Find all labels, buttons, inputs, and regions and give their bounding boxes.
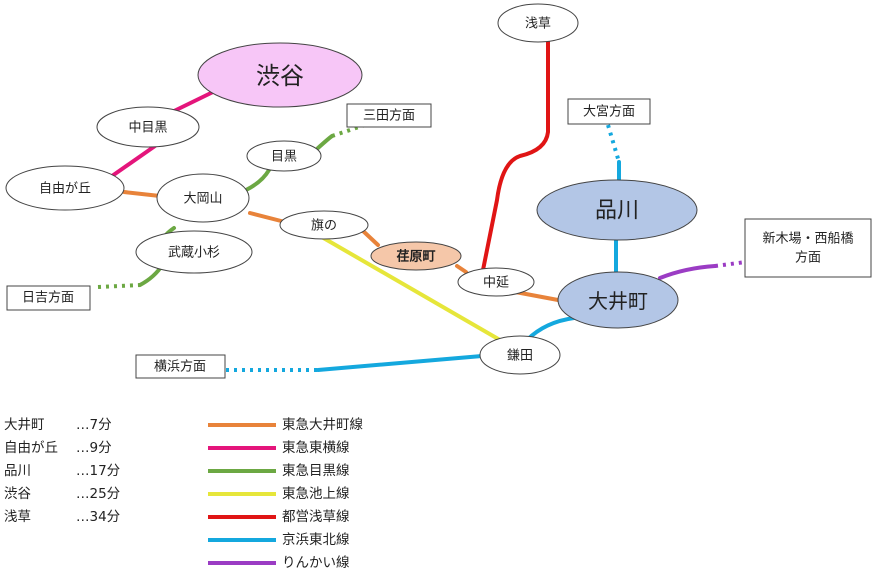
travel-time-station: 自由が丘	[4, 440, 58, 456]
direction-box-omiya	[567, 98, 651, 125]
station-label-nakanobu: 中延	[483, 276, 509, 291]
meguro-line	[244, 168, 271, 192]
meguro-line	[316, 134, 334, 150]
travel-time-row: 大井町 …7分	[4, 414, 164, 437]
station-label-shibuya: 渋谷	[256, 62, 304, 90]
legend-swatch	[208, 492, 276, 496]
travel-time-row: 渋谷 …25分	[4, 483, 164, 506]
station-kamata	[479, 335, 561, 375]
station-label-musashikosugi: 武蔵小杉	[168, 246, 220, 261]
travel-time-value: …25分	[76, 486, 121, 502]
travel-time-value: …17分	[76, 463, 121, 479]
station-asakusa	[497, 3, 579, 43]
direction-label-mita: 三田方面	[363, 108, 415, 124]
legend-swatch	[208, 469, 276, 473]
oimachi-line	[122, 190, 162, 198]
direction-box-shinkiba	[744, 218, 872, 278]
travel-time-value: …9分	[76, 440, 112, 456]
travel-times: 大井町 …7分 自由が丘 …9分 品川 …17分 渋谷 …25分 浅草 …34分	[4, 414, 164, 529]
legend-label: 都営浅草線	[282, 509, 350, 525]
legend-label: 京浜東北線	[282, 532, 350, 548]
station-label-kamata: 鎌田	[507, 349, 533, 364]
station-label-shinagawa: 品川	[595, 199, 639, 224]
rinkai-line	[658, 264, 717, 280]
meguro-line-dotted	[331, 123, 366, 138]
station-label-ookayama: 大岡山	[183, 192, 222, 207]
station-nakameguro	[96, 106, 200, 148]
station-label-nakameguro: 中目黒	[128, 121, 167, 136]
station-ookayama	[156, 173, 250, 223]
legend-item: 都営浅草線	[208, 506, 408, 529]
direction-box-mita	[346, 103, 432, 128]
legend-swatch	[208, 423, 276, 427]
station-oimachi	[557, 271, 679, 329]
legend-item: 東急目黒線	[208, 460, 408, 483]
station-jiyugaoka	[5, 165, 125, 211]
travel-time-station: 渋谷	[4, 486, 31, 502]
travel-time-station: 品川	[4, 463, 31, 479]
station-label-jiyugaoka: 自由が丘	[39, 182, 91, 197]
station-shibuya	[197, 42, 363, 108]
legend-swatch	[208, 561, 276, 565]
direction-box-hiyoshi	[6, 285, 91, 311]
legend-label: りんかい線	[282, 555, 350, 571]
keihin-tohoku-dotted	[606, 124, 621, 163]
toyoko-line	[170, 90, 215, 114]
station-meguro	[246, 140, 322, 172]
legend-item: 東急東横線	[208, 437, 408, 460]
oimachi-line	[455, 264, 468, 274]
keihin-tohoku-line	[316, 354, 484, 372]
direction-label-yokohama: 横浜方面	[154, 359, 206, 375]
station-label-asakusa: 浅草	[525, 17, 551, 32]
station-label-meguro: 目黒	[271, 150, 297, 165]
legend-swatch	[208, 538, 276, 542]
station-label-hatanodai: 旗の	[311, 218, 337, 234]
meguro-line-dotted	[97, 283, 141, 289]
legend-label: 東急池上線	[282, 486, 350, 502]
legend-label: 東急大井町線	[282, 417, 363, 433]
toyoko-line	[110, 144, 157, 178]
travel-time-row: 品川 …17分	[4, 460, 164, 483]
station-label-oimachi: 大井町	[588, 289, 648, 313]
station-nakanobu	[457, 267, 535, 297]
travel-time-row: 自由が丘 …9分	[4, 437, 164, 460]
travel-time-value: …7分	[76, 417, 112, 433]
travel-time-row: 浅草 …34分	[4, 506, 164, 529]
station-label-ebaramachi: 荏原町	[396, 249, 435, 265]
ikegami-line	[318, 234, 502, 342]
travel-time-value: …34分	[76, 509, 121, 525]
travel-time-station: 大井町	[4, 417, 45, 433]
station-shinagawa	[536, 179, 698, 241]
asakusa-line	[481, 40, 550, 272]
direction-box-yokohama	[135, 354, 226, 379]
legend-item: りんかい線	[208, 552, 408, 575]
station-musashikosugi	[135, 230, 253, 274]
legend-swatch	[208, 446, 276, 450]
travel-time-station: 浅草	[4, 509, 31, 525]
direction-label-omiya: 大宮方面	[583, 104, 635, 120]
legend-swatch	[208, 515, 276, 519]
station-hatanodai	[279, 210, 369, 240]
legend-label: 東急東横線	[282, 440, 350, 456]
direction-label-shinkiba-2: 方面	[795, 250, 821, 266]
legend-item: 京浜東北線	[208, 529, 408, 552]
direction-label-hiyoshi: 日吉方面	[22, 290, 74, 306]
line-legend: 東急大井町線 東急東横線 東急目黒線 東急池上線 都営浅草線 京浜東北線 りんか…	[208, 414, 408, 575]
legend-item: 東急大井町線	[208, 414, 408, 437]
rinkai-line-dotted	[714, 260, 747, 268]
legend-item: 東急池上線	[208, 483, 408, 506]
oimachi-line	[248, 211, 287, 224]
legend-label: 東急目黒線	[282, 463, 350, 479]
direction-label-shinkiba-1: 新木場・西船橋	[762, 231, 853, 247]
oimachi-line	[360, 228, 380, 247]
station-ebaramachi	[370, 241, 462, 271]
